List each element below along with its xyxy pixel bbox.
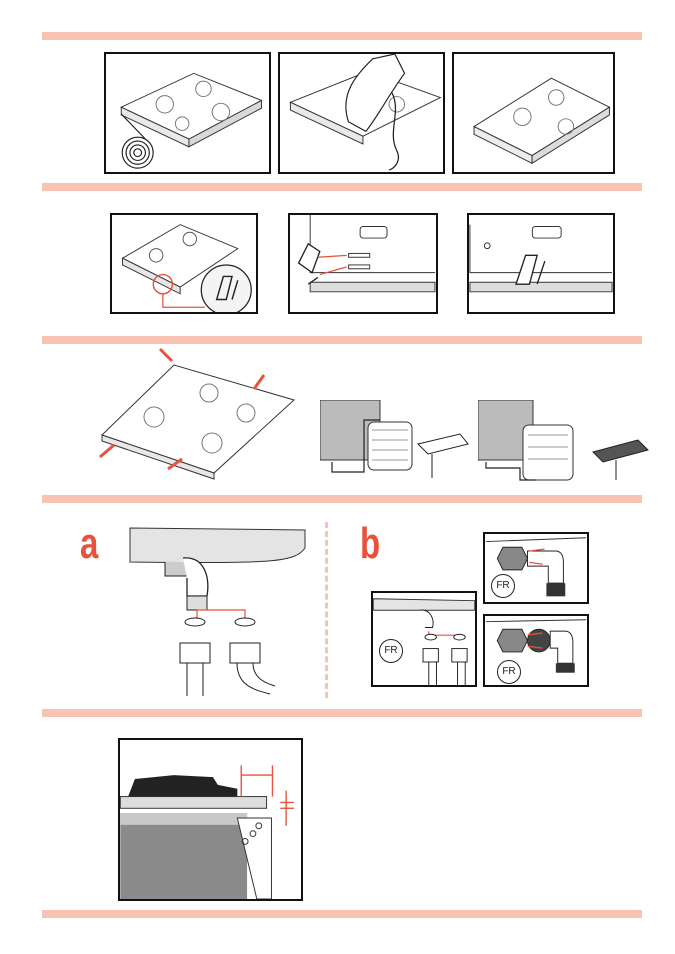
fr-marker: FR <box>497 660 521 684</box>
clamp-bracket-icon <box>299 244 320 284</box>
bracket-step-3-panel <box>467 213 615 314</box>
thin-worktop-bracket-illustration <box>320 400 475 485</box>
section-divider-1 <box>42 32 642 40</box>
tape-applied-illustration <box>454 54 613 172</box>
gas-b-bottom-right-panel: FR <box>483 614 589 687</box>
section-divider-4 <box>42 495 642 503</box>
dimension-marker-icon <box>241 765 294 825</box>
column-divider <box>325 522 328 698</box>
inserting-bracket-illustration <box>290 215 436 312</box>
hob-edge-clearance-illustration <box>120 740 301 899</box>
bracket-fitted-illustration <box>469 215 613 312</box>
arrow-icon <box>318 255 347 274</box>
hob-bracket-positions-illustration <box>94 345 304 480</box>
section-divider-5 <box>42 709 642 717</box>
section-divider-2 <box>42 183 642 191</box>
clearance-panel <box>118 738 303 901</box>
clamp-bracket-icon <box>516 255 545 284</box>
clamp-bracket-icon <box>418 434 468 454</box>
seal-step-3-panel <box>452 52 615 174</box>
gas-connection-label-a: a <box>80 522 98 566</box>
seal-step-2-panel <box>278 52 445 174</box>
fr-marker: FR <box>379 639 403 663</box>
fr-marker: FR <box>491 574 515 598</box>
gas-b-left-panel: FR <box>371 591 477 687</box>
section-divider-6 <box>42 910 642 918</box>
seal-step-1-panel <box>104 52 271 174</box>
hose-fitting-icon <box>183 558 208 596</box>
gas-connection-a-illustration <box>125 518 310 696</box>
hob-corner-with-bracket-illustration <box>112 215 256 312</box>
gas-b-top-right-panel: FR <box>483 532 589 604</box>
hob-underside-with-tape-illustration <box>106 54 269 172</box>
gas-connection-label-b: b <box>360 522 380 566</box>
clamp-bracket-icon <box>593 440 648 462</box>
thick-worktop-bracket-illustration <box>478 400 660 485</box>
applying-tape-illustration <box>280 54 443 172</box>
section-divider-3 <box>42 336 642 344</box>
bracket-step-1-panel <box>110 213 258 314</box>
bracket-step-2-panel <box>288 213 438 314</box>
